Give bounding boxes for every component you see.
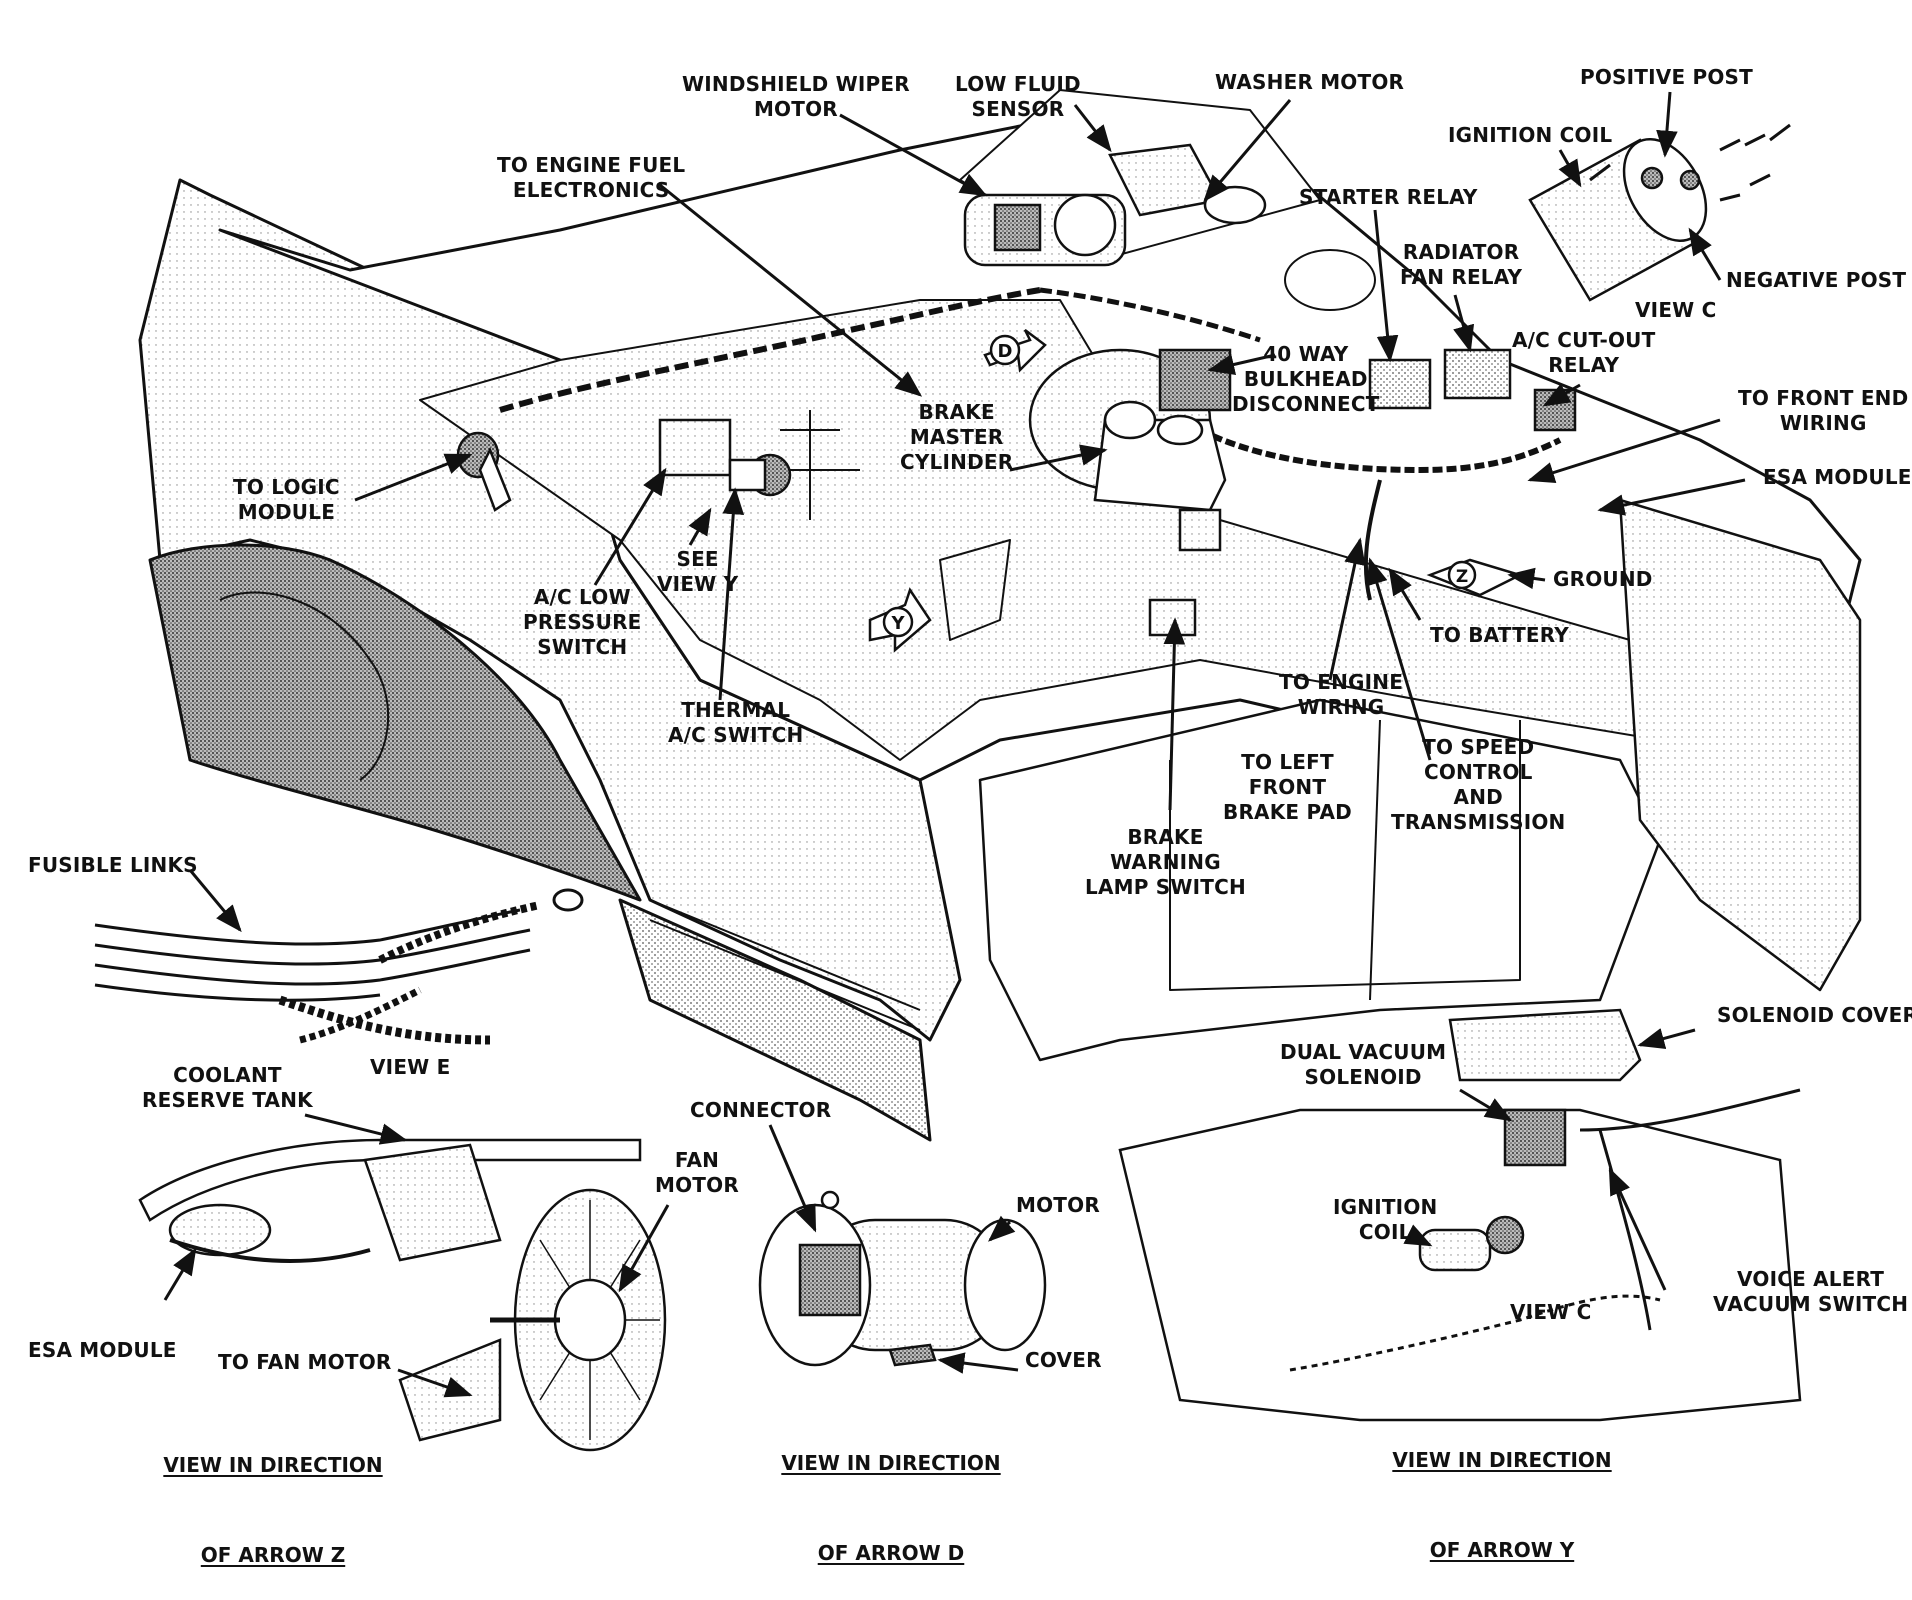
bulkhead-disconnect xyxy=(1158,348,1232,412)
label-washer-motor: WASHER MOTOR xyxy=(1215,70,1405,94)
engine-compartment-diagram: D Y Z xyxy=(94,89,1862,1452)
solenoid-cover-shape xyxy=(1448,1008,1642,1082)
label-ground: GROUND xyxy=(1553,567,1653,591)
caption-arrow-z: VIEW IN DIRECTION OF ARROW Z xyxy=(158,1390,388,1600)
marker-d-text: D xyxy=(998,341,1013,362)
fan-motor-shape xyxy=(553,1278,627,1362)
label-fusible-links: FUSIBLE LINKS xyxy=(28,853,198,877)
label-dual-vacuum-solenoid: DUAL VACUUM SOLENOID xyxy=(1280,1040,1447,1089)
coolant-tank xyxy=(363,1143,502,1262)
label-to-battery: TO BATTERY xyxy=(1430,623,1569,647)
starter-relay-box xyxy=(1368,358,1432,410)
arrow-marker-z xyxy=(1426,558,1524,597)
label-to-front-end-wiring: TO FRONT END WIRING xyxy=(1738,386,1909,435)
main-components xyxy=(456,143,1577,653)
label-thermal-ac-switch: THERMAL A/C SWITCH xyxy=(668,698,804,747)
view-d-wiper-motor xyxy=(758,1190,1047,1367)
label-coolant-reserve-tank: COOLANT RESERVE TANK xyxy=(142,1063,313,1112)
label-fan-motor: FAN MOTOR xyxy=(655,1148,739,1197)
arrow-marker-d xyxy=(983,329,1047,373)
marker-z-text: Z xyxy=(1456,567,1468,587)
wiring-harness xyxy=(499,287,1562,601)
arrow-marker-y xyxy=(868,587,932,653)
view-y-solenoid xyxy=(1118,1008,1802,1422)
caption-arrow-y: VIEW IN DIRECTION OF ARROW Y xyxy=(1387,1385,1617,1595)
ignition-coil-shape xyxy=(1418,1228,1492,1272)
esa-module-shape xyxy=(168,1203,272,1257)
label-to-speed-control: TO SPEED CONTROL AND TRANSMISSION xyxy=(1391,735,1566,834)
label-low-fluid-sensor: LOW FLUID SENSOR xyxy=(955,72,1081,121)
label-windshield-wiper-motor: WINDSHIELD WIPER MOTOR xyxy=(682,72,910,121)
wheel-well xyxy=(148,543,642,902)
label-voice-alert-vacuum-switch: VOICE ALERT VACUUM SWITCH xyxy=(1713,1267,1909,1316)
caption-arrow-d-line2: OF ARROW D xyxy=(817,1541,965,1565)
ac-cutout-relay-box xyxy=(1533,388,1577,432)
label-40-way-bulkhead-disconnect: 40 WAY BULKHEAD DISCONNECT xyxy=(1232,342,1380,416)
label-to-engine-fuel-electronics: TO ENGINE FUEL ELECTRONICS xyxy=(497,153,686,202)
label-view-c-top: VIEW C xyxy=(1635,298,1717,322)
label-connector: CONNECTOR xyxy=(690,1098,832,1122)
label-ignition-coil-bottom: IGNITION COIL xyxy=(1333,1195,1438,1244)
connector-shape xyxy=(798,1243,862,1317)
label-starter-relay: STARTER RELAY xyxy=(1299,185,1478,209)
label-negative-post: NEGATIVE POST xyxy=(1726,268,1907,292)
caption-arrow-d: VIEW IN DIRECTION OF ARROW D xyxy=(776,1388,1006,1598)
wiper-motor xyxy=(963,193,1127,267)
label-radiator-fan-relay: RADIATOR FAN RELAY xyxy=(1400,240,1523,289)
label-ignition-coil-top: IGNITION COIL xyxy=(1448,123,1613,147)
washer-motor xyxy=(1108,143,1267,225)
leader-lines xyxy=(163,91,1746,1398)
label-to-logic-module: TO LOGIC MODULE xyxy=(233,475,340,524)
label-to-engine-wiring: TO ENGINE WIRING xyxy=(1279,670,1404,719)
label-brake-warning-lamp-switch: BRAKE WARNING LAMP SWITCH xyxy=(1085,825,1246,899)
label-view-c-bottom: VIEW C xyxy=(1510,1300,1592,1324)
caption-arrow-z-line1: VIEW IN DIRECTION xyxy=(163,1453,383,1477)
radiator-fan-relay-box xyxy=(1443,348,1512,400)
label-solenoid-cover: SOLENOID COVER xyxy=(1717,1003,1912,1027)
label-esa-module-bottom: ESA MODULE xyxy=(28,1338,177,1362)
label-cover: COVER xyxy=(1025,1348,1102,1372)
label-positive-post: POSITIVE POST xyxy=(1580,65,1754,89)
ac-switch-area xyxy=(658,418,792,497)
caption-arrow-z-line2: OF ARROW Z xyxy=(200,1543,346,1567)
label-motor: MOTOR xyxy=(1016,1193,1100,1217)
caption-arrow-y-line2: OF ARROW Y xyxy=(1429,1538,1575,1562)
view-z-fan-assembly xyxy=(138,1138,667,1452)
label-to-left-front-brake-pad: TO LEFT FRONT BRAKE PAD xyxy=(1223,750,1352,824)
dual-vacuum-solenoid-shape xyxy=(1503,1108,1567,1167)
label-brake-master-cylinder: BRAKE MASTER CYLINDER xyxy=(900,400,1014,474)
view-e-fusible-links xyxy=(94,888,584,1045)
label-to-fan-motor: TO FAN MOTOR xyxy=(218,1350,392,1374)
label-ac-low-pressure-switch: A/C LOW PRESSURE SWITCH xyxy=(523,585,642,659)
caption-arrow-d-line1: VIEW IN DIRECTION xyxy=(781,1451,1001,1475)
marker-y-text: Y xyxy=(890,613,905,634)
caption-arrow-y-line1: VIEW IN DIRECTION xyxy=(1392,1448,1612,1472)
label-view-e: VIEW E xyxy=(370,1055,451,1079)
label-ac-cutout-relay: A/C CUT-OUT RELAY xyxy=(1512,328,1656,377)
brake-master-cylinder xyxy=(1093,400,1227,552)
label-see-view-y: SEE VIEW Y xyxy=(657,547,739,596)
label-esa-module-top: ESA MODULE xyxy=(1763,465,1912,489)
